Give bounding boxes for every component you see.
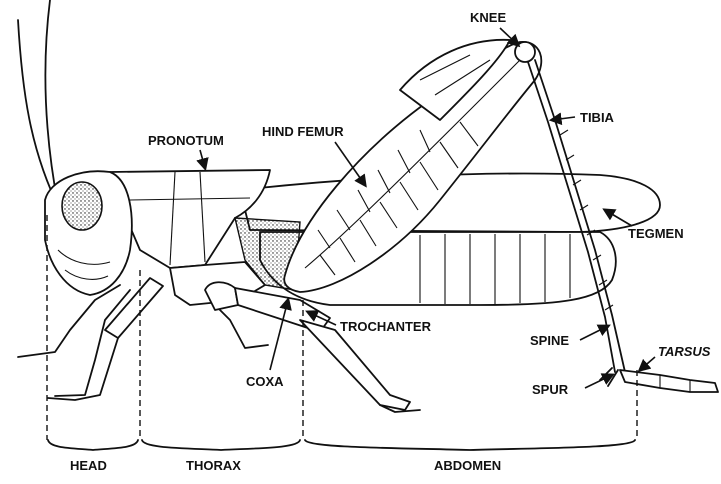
spine-arrow	[580, 326, 608, 340]
head-brace	[48, 440, 138, 450]
abdomen-region-label: ABDOMEN	[434, 458, 501, 473]
coxa-label: COXA	[246, 374, 284, 389]
knee-label: KNEE	[470, 10, 506, 25]
tarsus	[620, 370, 718, 392]
thorax-region-label: THORAX	[186, 458, 241, 473]
spur-label: SPUR	[532, 382, 569, 397]
pronotum-label: PRONOTUM	[148, 133, 224, 148]
tarsus-label: TARSUS	[658, 344, 711, 359]
antenna-tip	[45, 0, 58, 205]
tarsus-arrow	[640, 357, 655, 370]
tibia-arrow	[552, 117, 575, 120]
trochanter-label: TROCHANTER	[340, 319, 432, 334]
hind-femur-label: HIND FEMUR	[262, 124, 344, 139]
head-region-label: HEAD	[70, 458, 107, 473]
middle-leg-femur	[105, 278, 163, 338]
tegmen-label: TEGMEN	[628, 226, 684, 241]
tibia-label: TIBIA	[580, 110, 615, 125]
pronotum-arrow	[200, 150, 205, 168]
abdomen-brace	[305, 440, 635, 450]
coxa	[205, 282, 238, 310]
compound-eye	[62, 182, 102, 230]
spine-label: SPINE	[530, 333, 569, 348]
thorax-brace	[142, 440, 300, 450]
